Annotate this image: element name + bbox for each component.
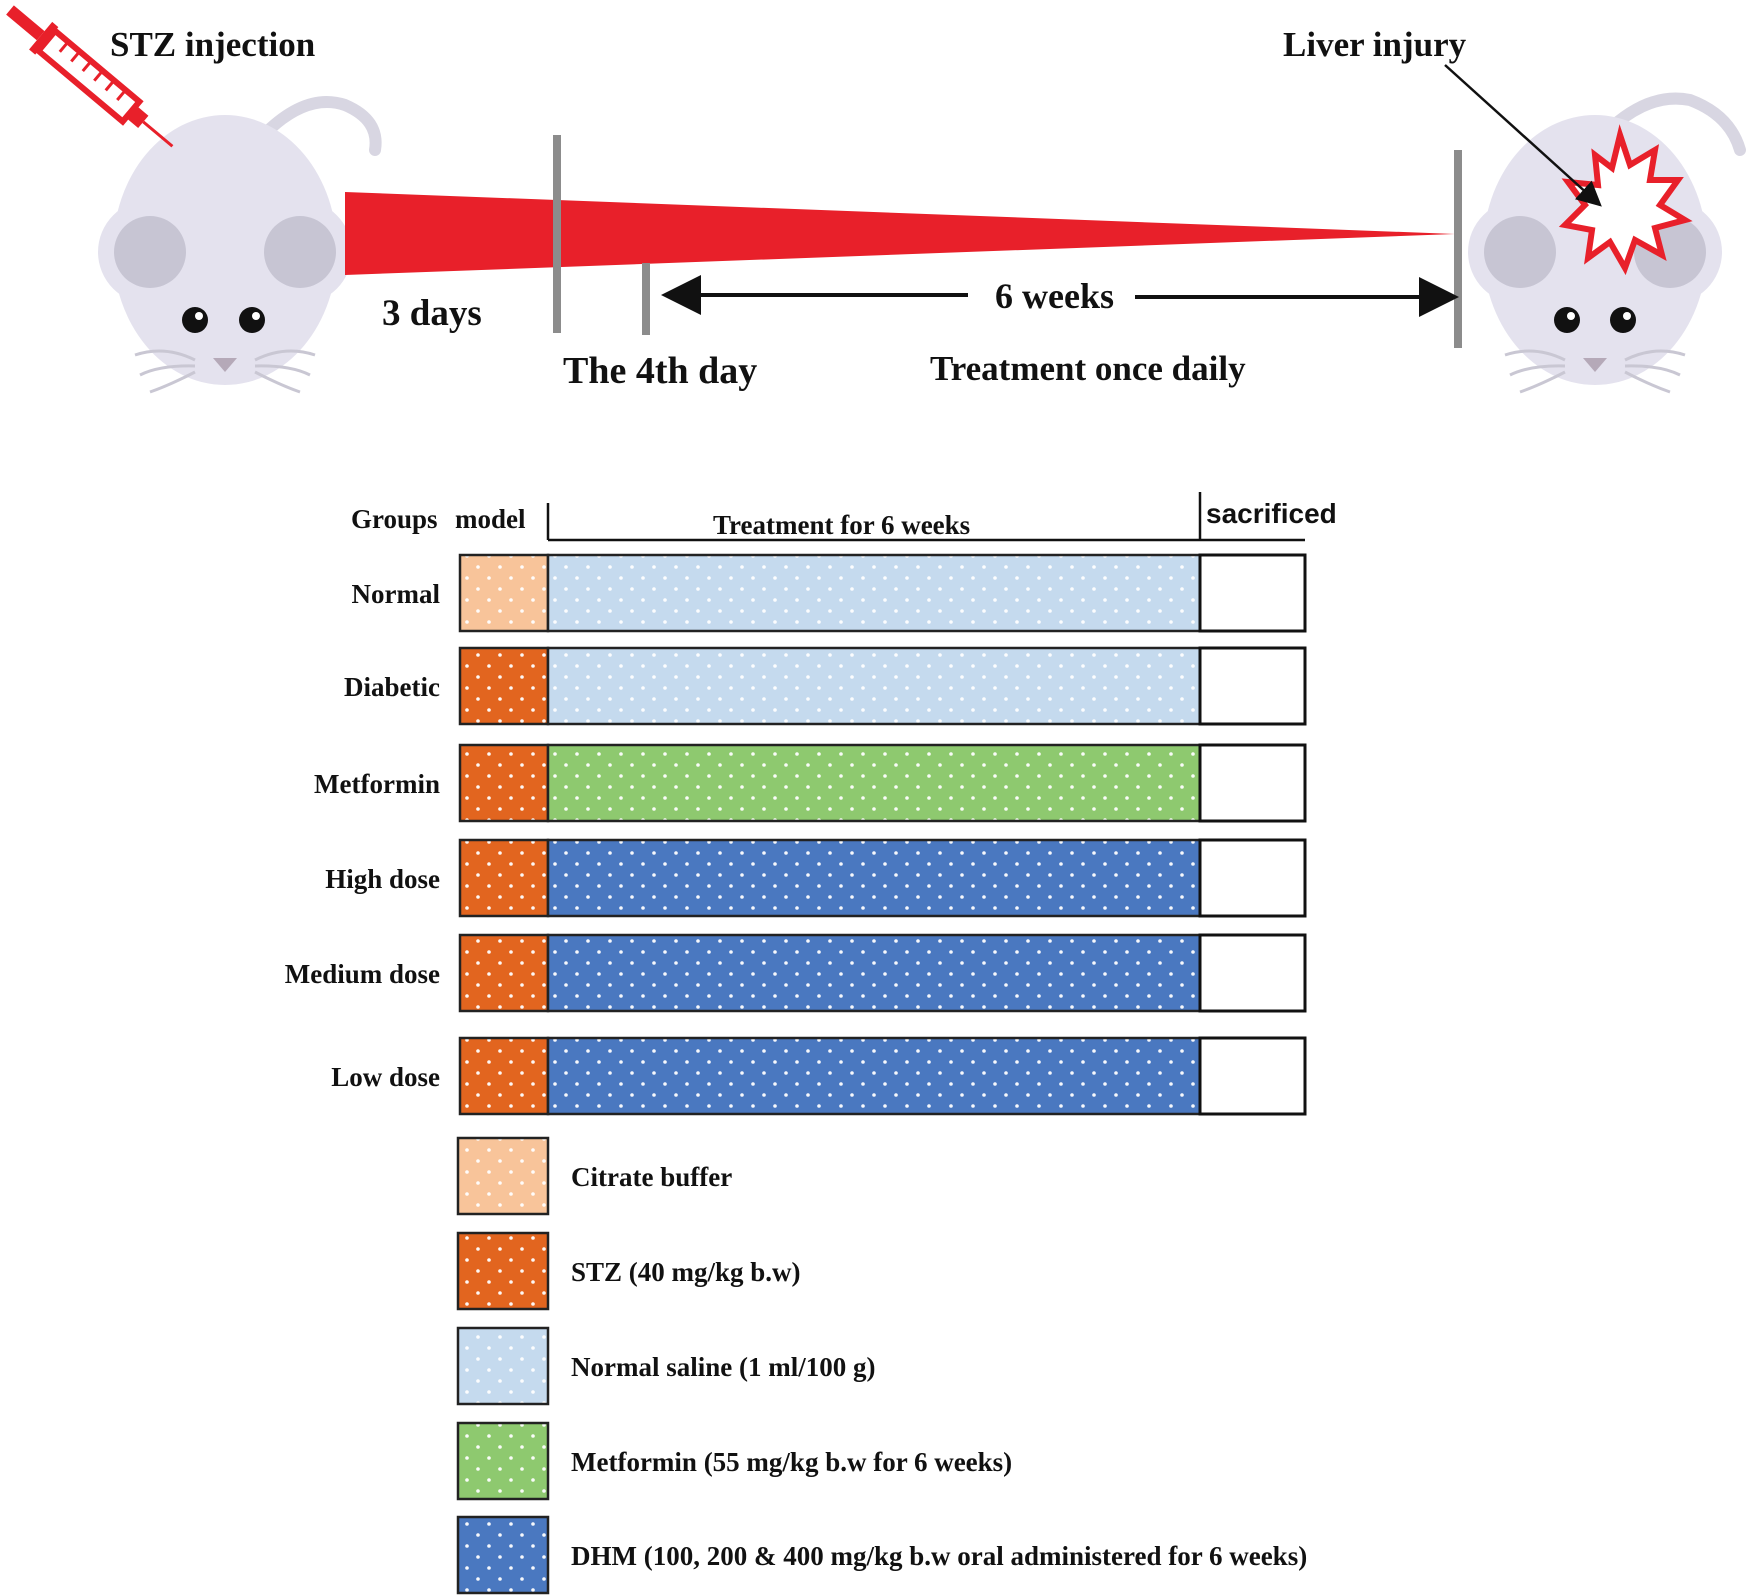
legend-swatch <box>456 1231 550 1311</box>
six-weeks-label: 6 weeks <box>995 276 1114 316</box>
legend-label: DHM (100, 200 & 400 mg/kg b.w oral admin… <box>571 1541 1307 1571</box>
group-row-label: Medium dose <box>285 959 440 989</box>
treatment-daily-label: Treatment once daily <box>930 349 1246 388</box>
legend-label: Citrate buffer <box>571 1162 732 1192</box>
treatment-wedge <box>345 192 1455 275</box>
treatment-cell <box>546 933 1202 1013</box>
sacrificed-cell <box>1198 646 1307 726</box>
sacrificed-cell <box>1198 553 1307 633</box>
group-row: Low dose <box>331 1036 1307 1116</box>
legend-swatch <box>456 1515 550 1595</box>
group-row: Normal <box>352 553 1307 633</box>
table-header: Groups model Treatment for 6 weeks sacri… <box>351 492 1337 542</box>
legend-item: DHM (100, 200 & 400 mg/kg b.w oral admin… <box>456 1515 1307 1595</box>
legend-item: Citrate buffer <box>456 1136 732 1216</box>
group-row-label: High dose <box>325 864 440 894</box>
header-groups-label: Groups <box>351 504 438 534</box>
treatment-cell <box>546 553 1202 633</box>
model-cell <box>458 743 550 823</box>
legend-item: STZ (40 mg/kg b.w) <box>456 1231 801 1311</box>
left-mouse-icon <box>98 96 382 394</box>
treatment-cell <box>546 1036 1202 1116</box>
model-cell <box>458 553 550 633</box>
legend-item: Normal saline (1 ml/100 g) <box>456 1326 875 1406</box>
group-row: Diabetic <box>344 646 1307 726</box>
treatment-cell <box>546 646 1202 726</box>
header-treatment-label: Treatment for 6 weeks <box>713 510 970 540</box>
group-row: Medium dose <box>285 933 1307 1013</box>
group-row-label: Metformin <box>314 769 440 799</box>
group-row-label: Normal <box>352 579 441 609</box>
legend-label: Normal saline (1 ml/100 g) <box>571 1352 875 1382</box>
sacrificed-cell <box>1198 933 1307 1013</box>
group-row: High dose <box>325 838 1307 918</box>
treatment-cell <box>546 838 1202 918</box>
syringe-icon <box>6 5 174 148</box>
sacrificed-cell <box>1198 838 1307 918</box>
legend-label: STZ (40 mg/kg b.w) <box>571 1257 801 1287</box>
day3-marker <box>553 135 561 333</box>
model-cell <box>458 646 550 726</box>
three-days-label: 3 days <box>382 293 482 334</box>
model-cell <box>458 1036 550 1116</box>
sacrificed-cell <box>1198 1036 1307 1116</box>
legend-swatch <box>456 1326 550 1406</box>
group-row: Metformin <box>314 743 1307 823</box>
sacrificed-cell <box>1198 743 1307 823</box>
model-cell <box>458 933 550 1013</box>
header-sacrificed-label: sacrificed <box>1206 498 1337 529</box>
model-cell <box>458 838 550 918</box>
legend-label: Metformin (55 mg/kg b.w for 6 weeks) <box>571 1447 1012 1477</box>
treatment-cell <box>546 743 1202 823</box>
group-row-label: Diabetic <box>344 672 440 702</box>
liver-injury-pointer <box>1444 64 1602 207</box>
header-model-label: model <box>455 504 526 534</box>
stz-injection-label: STZ injection <box>110 25 315 64</box>
week6-marker <box>1454 150 1462 348</box>
legend-swatch <box>456 1421 550 1501</box>
fourth-day-label: The 4th day <box>563 350 757 392</box>
group-row-label: Low dose <box>331 1062 440 1092</box>
legend-swatch <box>456 1136 550 1216</box>
legend-item: Metformin (55 mg/kg b.w for 6 weeks) <box>456 1421 1012 1501</box>
day4-marker <box>642 263 650 335</box>
liver-injury-label: Liver injury <box>1283 25 1467 64</box>
